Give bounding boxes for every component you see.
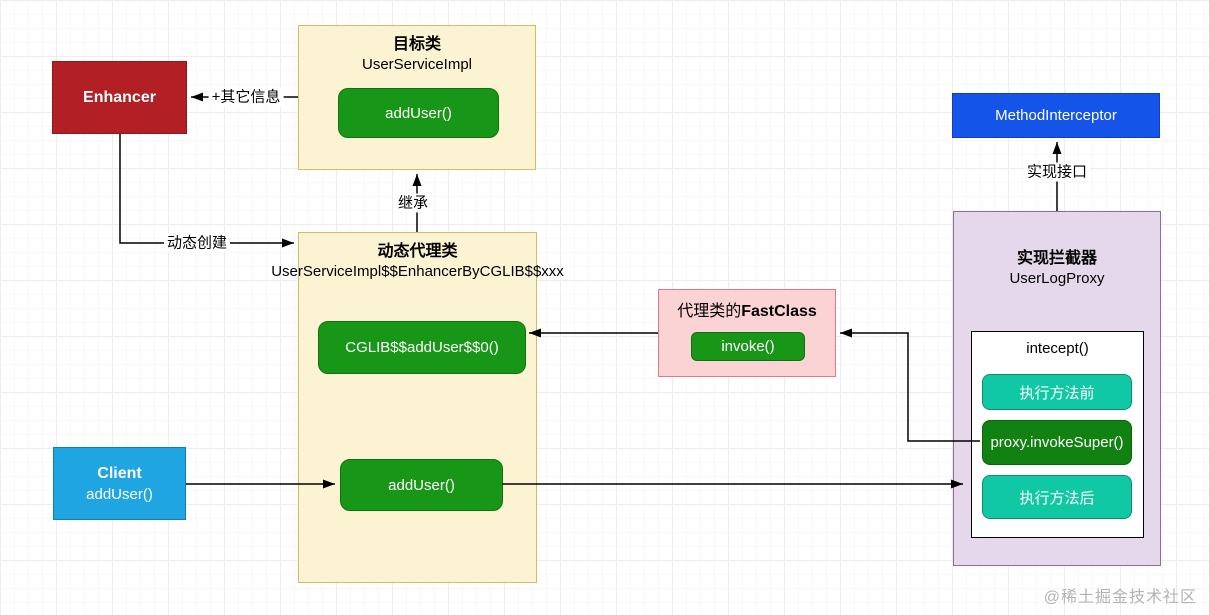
target-class-name: UserServiceImpl bbox=[361, 56, 473, 73]
edge-enhancer-to-proxy bbox=[119, 134, 294, 248]
client-method: addUser() bbox=[86, 485, 153, 503]
edge-label-inherit: 继承 bbox=[394, 193, 432, 213]
watermark: @稀土掘金技术社区 bbox=[1043, 589, 1197, 606]
target-adduser-method: addUser() bbox=[338, 88, 499, 138]
proxy-class-name: UserServiceImpl$$EnhancerByCGLIB$$xxx bbox=[271, 263, 564, 280]
client-box: Client addUser() bbox=[53, 447, 186, 520]
target-class-title: 目标类 bbox=[392, 36, 441, 53]
client-title: Client bbox=[97, 464, 142, 482]
fastclass-invoke-method: invoke() bbox=[691, 332, 805, 361]
step-invoke-super: proxy.invokeSuper() bbox=[982, 420, 1132, 465]
proxy-class-title: 动态代理类 bbox=[377, 243, 458, 260]
interceptor-class-name: UserLogProxy bbox=[1009, 270, 1105, 287]
proxy-adduser-method: addUser() bbox=[340, 459, 503, 511]
proxy-class-box: 动态代理类 UserServiceImpl$$EnhancerByCGLIB$$… bbox=[271, 232, 564, 583]
step-after-method: 执行方法后 bbox=[982, 475, 1132, 519]
step-before-method: 执行方法前 bbox=[982, 374, 1132, 410]
interceptor-impl-box: 实现拦截器 UserLogProxy intecept() 执行方法前 prox… bbox=[953, 211, 1161, 566]
intercept-method-box: intecept() 执行方法前 proxy.invokeSuper() 执行方… bbox=[971, 331, 1144, 538]
edge-label-implement-interface: 实现接口 bbox=[1023, 162, 1091, 182]
fastclass-title: 代理类的FastClass bbox=[677, 303, 817, 320]
interceptor-title: 实现拦截器 bbox=[1016, 250, 1097, 267]
enhancer-box: Enhancer bbox=[52, 61, 187, 134]
method-interceptor-box: MethodInterceptor bbox=[952, 93, 1160, 138]
target-class-box: 目标类 UserServiceImpl addUser() bbox=[298, 25, 536, 170]
intercept-method-title: intecept() bbox=[1026, 340, 1089, 357]
edge-label-other-info: +其它信息 bbox=[208, 87, 284, 107]
edge-label-dynamic-create: 动态创建 bbox=[163, 233, 231, 253]
proxy-cglib-method: CGLIB$$addUser$$0() bbox=[318, 321, 526, 374]
fastclass-box: 代理类的FastClass invoke() bbox=[658, 289, 836, 377]
